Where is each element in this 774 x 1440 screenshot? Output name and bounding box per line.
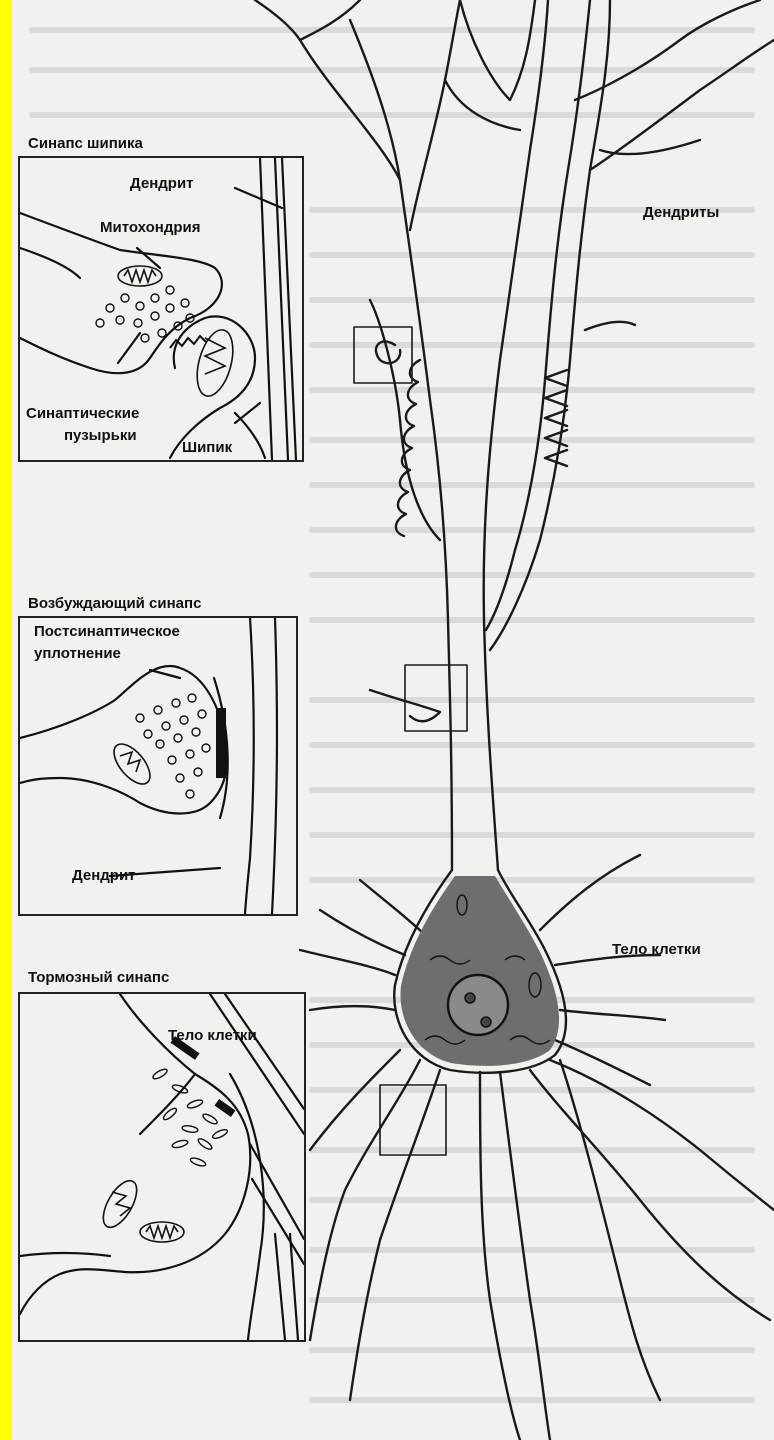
cell-body-label-inset: Тело клетки xyxy=(168,1028,257,1044)
inhibitory-synapse-drawing xyxy=(20,994,304,1340)
upper-branch-left xyxy=(255,0,400,180)
upper-branch-inner-left xyxy=(410,0,460,230)
spine-label: Шипик xyxy=(182,440,232,456)
upper-branch-center xyxy=(445,80,520,130)
basal-dendrite-1 xyxy=(310,1060,420,1340)
nucleolus-2 xyxy=(481,1017,491,1027)
synaptic-vesicles-label-line2: пузырьки xyxy=(64,428,137,444)
soma-fill xyxy=(400,876,559,1066)
apical-dendrite-left-edge xyxy=(350,20,452,870)
basal-dendrite-2 xyxy=(350,1070,440,1400)
excitatory-synapse-inset: Постсинаптическое уплотнение Дендрит xyxy=(18,616,298,916)
basal-dendrite-5 xyxy=(530,1070,770,1320)
dendrite-label-2: Дендрит xyxy=(72,868,136,884)
apical-spines xyxy=(396,360,420,536)
excitatory-synapse-drawing xyxy=(20,618,296,914)
inhibitory-synapse-inset: Тело клетки xyxy=(18,992,306,1342)
spine-synapse-title: Синапс шипика xyxy=(28,136,143,152)
left-dendrite-outer xyxy=(370,300,440,540)
spine-synapse-inset: Дендрит Митохондрия Синаптические пузырь… xyxy=(18,156,304,462)
synaptic-vesicles-label-line1: Синаптические xyxy=(26,406,139,422)
nucleus xyxy=(448,975,508,1035)
cell-body-label-main: Тело клетки xyxy=(612,942,701,958)
mitochondria-label: Митохондрия xyxy=(100,220,201,236)
dendrites-label: Дендриты xyxy=(643,205,719,221)
postsynaptic-label-line1: Постсинаптическое xyxy=(34,624,180,640)
basal-dendrite-4 xyxy=(500,1072,550,1440)
nucleolus-1 xyxy=(465,993,475,1003)
inhibitory-synapse-title: Тормозный синапс xyxy=(28,970,169,986)
right-dendrite-branch-2 xyxy=(590,40,774,170)
postsynaptic-label-line2: уплотнение xyxy=(34,646,121,662)
spine-vesicles xyxy=(96,286,194,342)
highlight-box-middle xyxy=(405,665,467,731)
dendrite-label-1: Дендрит xyxy=(130,176,194,192)
inhibitory-vesicles xyxy=(152,1067,229,1167)
basal-dendrite-8 xyxy=(310,1050,400,1150)
basal-dendrite-3 xyxy=(480,1072,520,1440)
postsynaptic-density xyxy=(216,708,226,778)
right-spine-knob xyxy=(585,322,635,330)
upper-branch-inner-right xyxy=(460,0,535,100)
excitatory-synapse-title: Возбуждающий синапс xyxy=(28,596,201,612)
